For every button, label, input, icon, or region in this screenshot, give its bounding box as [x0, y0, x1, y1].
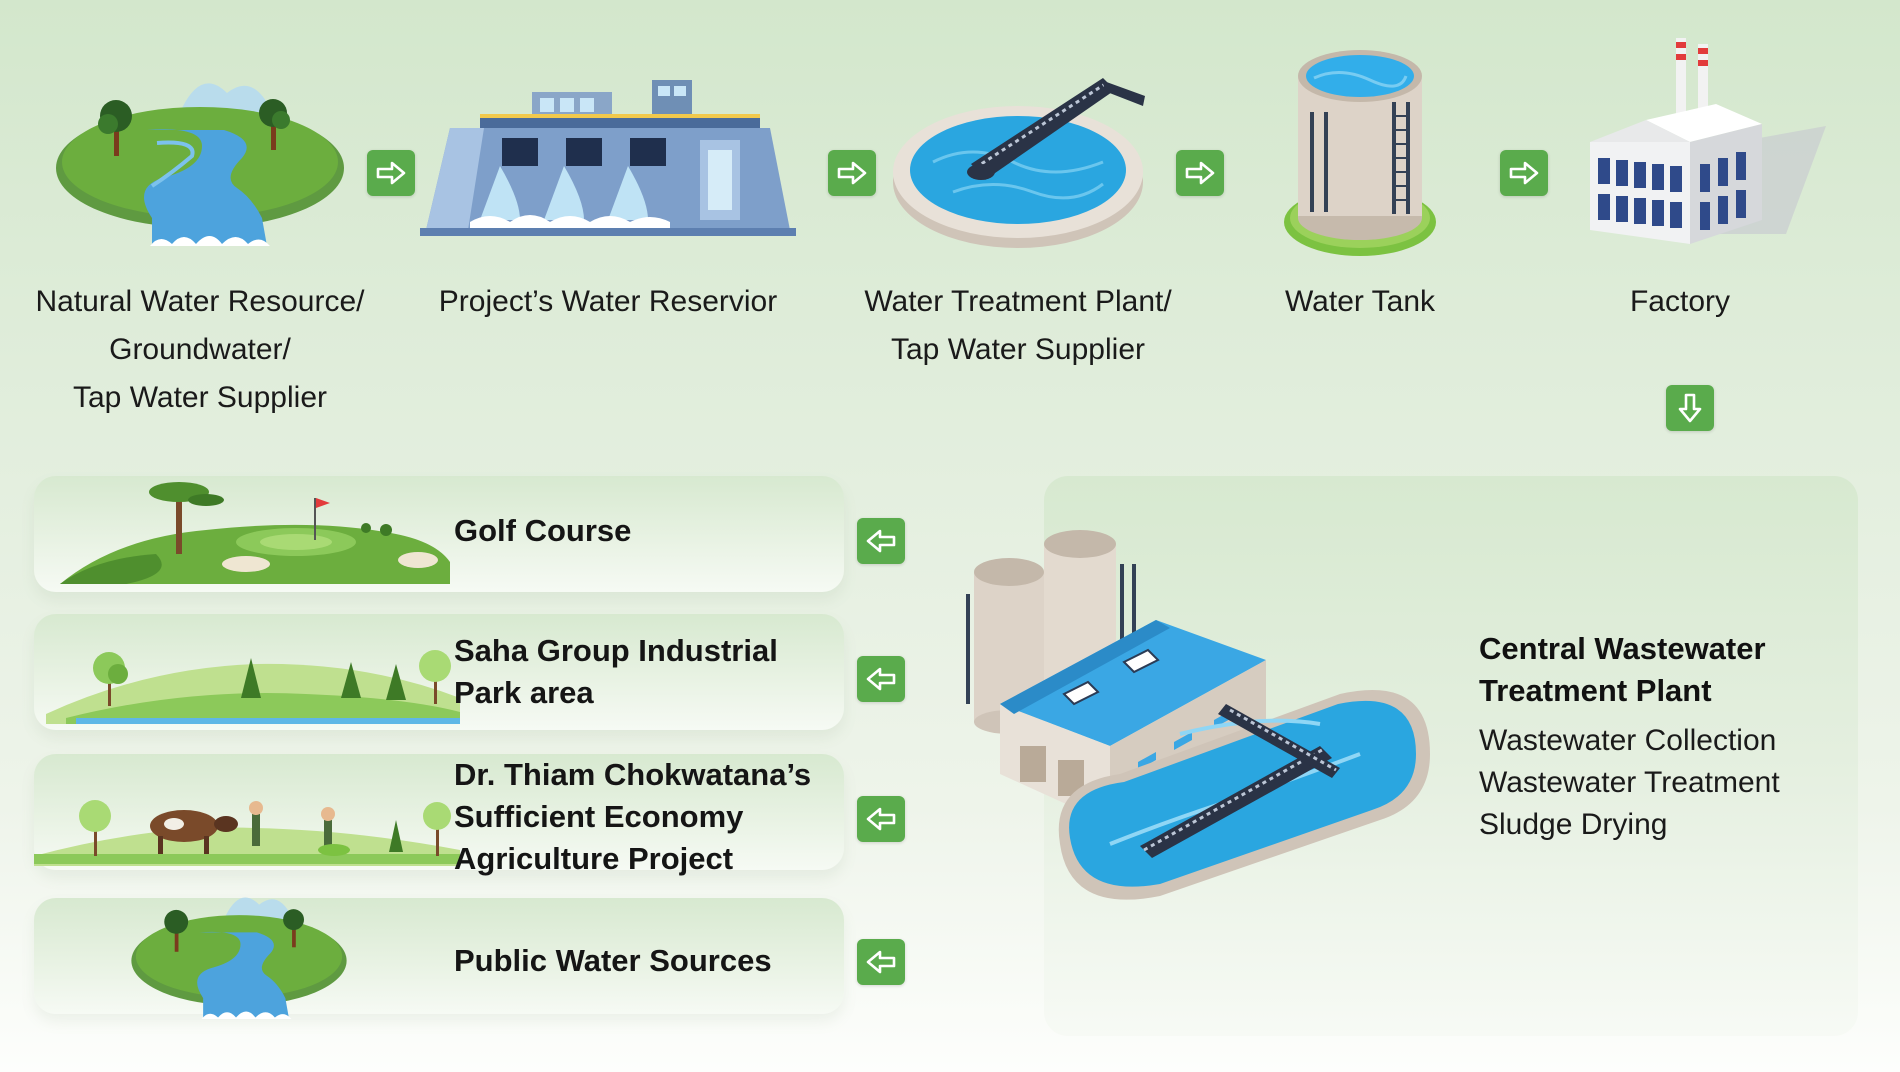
arrow-right-icon: [376, 161, 406, 185]
destination-title-public-water-sources: Public Water Sources: [454, 943, 772, 978]
dam-reservoir-icon: [420, 80, 796, 236]
arrow-left-icon: [866, 950, 896, 974]
destination-title-industrial-park: Saha Group Industrial Park area: [454, 633, 778, 710]
arrow-left-icon: [866, 667, 896, 691]
arrow-right-icon: [837, 161, 867, 185]
destination-card-agriculture-project: Dr. Thiam Chokwatana’s Sufficient Econom…: [34, 754, 844, 876]
park-landscape-icon: [46, 650, 460, 724]
river-landscape-icon: [56, 83, 344, 246]
river-landscape-icon: [131, 897, 347, 1020]
flow-arrow-right: [367, 150, 415, 196]
arrow-right-icon: [1185, 161, 1215, 185]
golf-course-icon: [60, 482, 450, 584]
flow-arrow-right: [1176, 150, 1224, 196]
flow-arrow-left: [857, 796, 905, 842]
step-label-factory: Factory: [1629, 285, 1731, 318]
cwtp-item-treatment: Wastewater Treatment: [1479, 766, 1780, 799]
destination-card-golf-course: Golf Course: [34, 476, 844, 592]
cwtp-title: Central Wastewater Treatment Plant: [1479, 631, 1766, 708]
cwtp-item-sludge-drying: Sludge Drying: [1479, 808, 1668, 841]
arrow-right-icon: [1509, 161, 1539, 185]
destination-card-public-water-sources: Public Water Sources: [34, 897, 844, 1020]
clarifier-tank-icon: [893, 78, 1145, 248]
farm-icon: [34, 800, 460, 866]
step-label-water-tank: Water Tank: [1284, 285, 1436, 318]
step-label-water-treatment: Water Treatment Plant/ Tap Water Supplie…: [864, 285, 1172, 366]
destination-title-agriculture-project: Dr. Thiam Chokwatana’s Sufficient Econom…: [454, 757, 812, 876]
factory-icon: [1590, 38, 1826, 244]
flow-arrow-right: [1500, 150, 1548, 196]
water-tank-icon: [1284, 50, 1436, 256]
flow-arrow-left: [857, 939, 905, 985]
flow-arrow-down: [1666, 385, 1714, 431]
flow-arrow-right: [828, 150, 876, 196]
destination-card-industrial-park: Saha Group Industrial Park area: [34, 614, 844, 730]
cwtp-item-collection: Wastewater Collection: [1479, 724, 1777, 757]
flow-arrow-left: [857, 656, 905, 702]
step-label-natural-water: Natural Water Resource/ Groundwater/ Tap…: [35, 285, 365, 414]
arrow-left-icon: [866, 807, 896, 831]
arrow-left-icon: [866, 529, 896, 553]
wastewater-plant-icon: [966, 530, 1430, 900]
destination-title-golf-course: Golf Course: [454, 513, 632, 548]
arrow-down-icon: [1678, 393, 1702, 423]
step-label-reservoir: Project’s Water Reservior: [438, 285, 778, 318]
flow-arrow-left: [857, 518, 905, 564]
